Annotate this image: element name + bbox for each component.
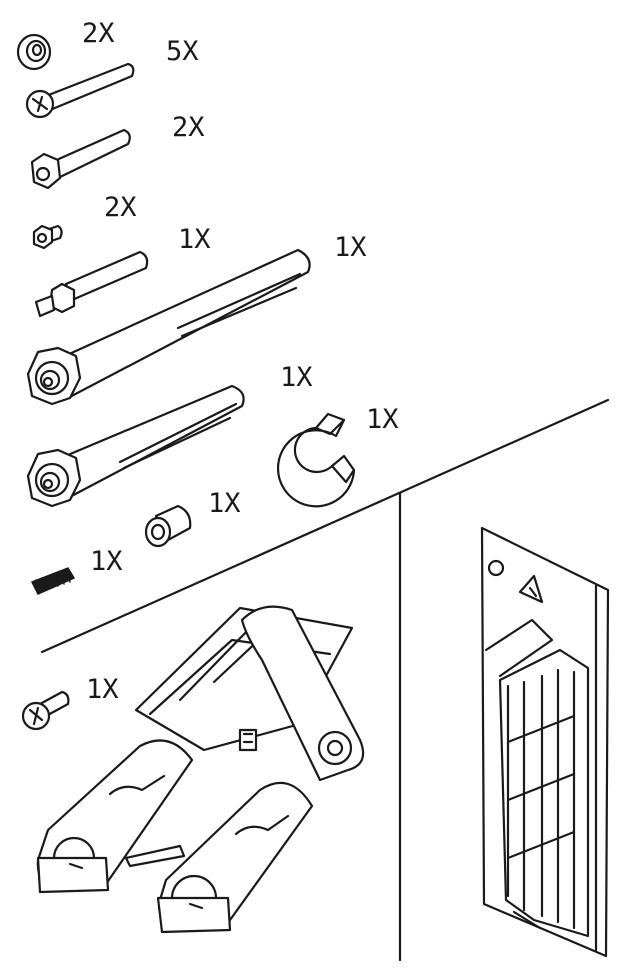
long-screw-part [25,62,135,119]
short-spindle-part [26,384,245,508]
long-spindle-part [26,248,311,406]
short-screw-quantity: 1X [86,674,119,705]
small-nut-quantity: 2X [104,192,137,223]
c-clip-quantity: 1X [366,404,399,435]
divider-line [40,398,610,654]
spring-quantity: 1X [90,546,123,577]
threaded-pin-part [34,250,149,318]
battery-cover-panel [480,526,610,958]
bushing-quantity: 1X [208,488,241,519]
short-screw-part [21,690,70,731]
washer-part [16,33,52,71]
short-spindle-quantity: 1X [280,362,313,393]
battery-holder-assembly [36,605,365,934]
threaded-pin-quantity: 1X [178,224,211,255]
hex-standoff-part [30,128,131,190]
c-clip-part [276,412,356,508]
bushing-part [144,504,192,548]
small-nut-part [32,224,63,250]
washer-quantity: 2X [82,18,115,49]
long-screw-quantity: 5X [166,36,199,67]
spring-part [30,567,76,595]
hex-standoff-quantity: 2X [172,112,205,143]
long-spindle-quantity: 1X [334,232,367,263]
